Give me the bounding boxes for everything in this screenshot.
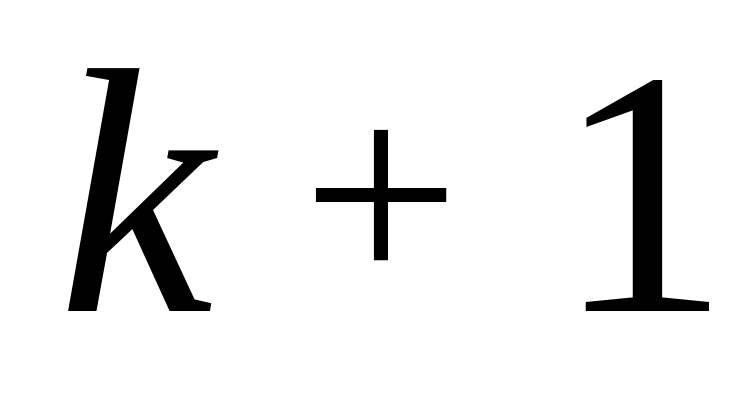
variable-k: k — [58, 0, 214, 387]
constant-one: 1 — [555, 0, 730, 387]
plus-operator: + — [302, 38, 460, 349]
